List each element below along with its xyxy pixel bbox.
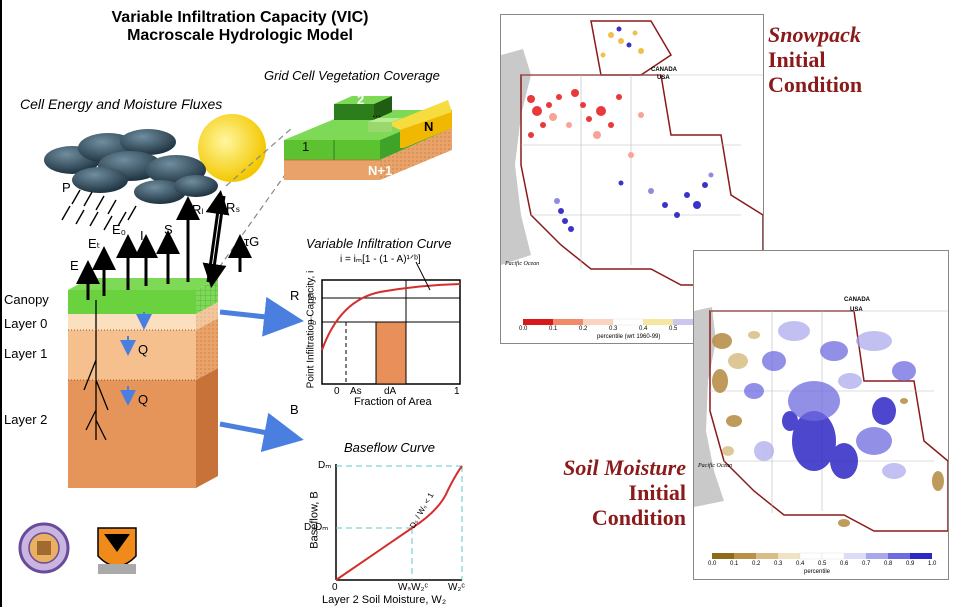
university-seal-icon bbox=[18, 522, 70, 574]
baseflow-xtick-0: 0 bbox=[332, 582, 338, 593]
snowpack-label-condition: Condition bbox=[768, 72, 863, 97]
soil-moisture-label-title: Soil Moisture bbox=[563, 455, 686, 480]
baseflow-ytick-dsdm: DₛDₘ bbox=[304, 522, 329, 533]
infiltration-tick-da: dA bbox=[384, 386, 397, 397]
snowpack-colorbar-tick: 0.0 bbox=[519, 326, 528, 332]
soil-moisture-colorbar-tick: 1.0 bbox=[928, 561, 937, 567]
soil-moisture-colorbar bbox=[712, 552, 932, 560]
title-line-2: Macroscale Hydrologic Model bbox=[127, 27, 353, 44]
layer-2: Layer 2 bbox=[4, 412, 48, 427]
layer-1: Layer 1 bbox=[4, 346, 48, 361]
flux-s: S bbox=[164, 222, 173, 237]
baseflow-xtick-w2c: W₂ᶜ bbox=[448, 582, 465, 593]
snowpack-ylabel-canada: CANADA bbox=[651, 67, 677, 73]
soil-moisture-ylabel-usa: USA bbox=[850, 307, 863, 313]
flux-q1: Q bbox=[138, 342, 149, 357]
rain-cloud-icon bbox=[44, 129, 218, 204]
soil-moisture-colorbar-tick: 0.9 bbox=[906, 561, 915, 567]
soil-moisture-map-graphic bbox=[694, 251, 948, 560]
snowpack-label-initial: Initial bbox=[768, 47, 826, 72]
infiltration-tick-as: As bbox=[350, 386, 362, 397]
infiltration-tick-1: 1 bbox=[454, 386, 460, 397]
infiltration-ylabel: Point Infiltration Capacity, i bbox=[305, 270, 317, 389]
snowpack-label: Snowpack Initial Condition bbox=[768, 22, 862, 97]
soil-moisture-map: CANADA USA Pacific Ocean 0.0 0.1 0.2 0.3 0.4… bbox=[693, 250, 949, 580]
soil-moisture-colorbar-tick: 0.0 bbox=[708, 561, 717, 567]
baseflow-ylabel: Baseflow, B bbox=[308, 491, 321, 549]
vegetation-tiles bbox=[284, 96, 452, 180]
soil-moisture-colorbar-tick: 0.8 bbox=[884, 561, 893, 567]
flux-b: B bbox=[290, 402, 299, 417]
infiltration-ytick-im: iₘ bbox=[308, 292, 317, 303]
left-border bbox=[0, 0, 2, 607]
infiltration-chart bbox=[321, 261, 461, 385]
infiltration-equation: i = iₘ[1 - (1 - A)¹ᐟᵇ] bbox=[340, 254, 421, 265]
soil-moisture-colorbar-tick: 0.7 bbox=[862, 561, 871, 567]
soil-moisture-colorbar-tick: 0.5 bbox=[818, 561, 827, 567]
flux-e: E bbox=[70, 258, 79, 273]
soil-moisture-colorbar-tick: 0.4 bbox=[796, 561, 805, 567]
veg-tile-n: N bbox=[424, 119, 434, 134]
infiltration-tick-0: 0 bbox=[334, 386, 340, 397]
diagram-title: Variable Infiltration Capacity (VIC) Mac… bbox=[0, 9, 480, 45]
baseflow-chart bbox=[335, 464, 463, 581]
flux-p: P bbox=[62, 180, 71, 195]
veg-tile-2: 2 bbox=[357, 92, 365, 107]
infiltration-xlabel: Fraction of Area bbox=[354, 396, 432, 408]
flux-rs: Rₛ bbox=[226, 200, 241, 215]
snowpack-colorbar-tick: 0.2 bbox=[579, 326, 588, 332]
snowpack-label-title: Snowpack bbox=[768, 22, 861, 47]
snowpack-colorbar-tick: 0.3 bbox=[609, 326, 618, 332]
soil-moisture-label: Soil Moisture Initial Condition bbox=[536, 455, 686, 530]
soil-moisture-colorbar-caption: percentile bbox=[804, 569, 831, 575]
soil-moisture-label-condition: Condition bbox=[591, 505, 686, 530]
flux-q2: Q bbox=[138, 392, 149, 407]
soil-moisture-colorbar-tick: 0.3 bbox=[774, 561, 783, 567]
soil-column bbox=[68, 278, 218, 488]
soil-moisture-colorbar-tick: 0.2 bbox=[752, 561, 761, 567]
flux-rl: Rₗ bbox=[192, 202, 204, 217]
vic-diagram bbox=[18, 96, 463, 581]
baseflow-xtick-wsw2c: WₛW₂ᶜ bbox=[398, 582, 429, 593]
baseflow-ytick-dm: Dₘ bbox=[318, 460, 332, 471]
snowpack-colorbar-tick: 0.1 bbox=[549, 326, 558, 332]
baseflow-xlabel: Layer 2 Soil Moisture, W₂ bbox=[322, 594, 447, 606]
vegetation-label: Grid Cell Vegetation Coverage bbox=[264, 68, 440, 83]
soil-moisture-colorbar-tick: 0.1 bbox=[730, 561, 739, 567]
flux-et: Eₜ bbox=[88, 236, 101, 251]
veg-tile-1: 1 bbox=[302, 139, 310, 154]
layer-0: Layer 0 bbox=[4, 316, 48, 331]
veg-tile-n-plus-1: N+1 bbox=[368, 163, 393, 178]
snowpack-ylabel-usa: USA bbox=[657, 75, 670, 81]
soil-moisture-ocean-label: Pacific Ocean bbox=[698, 463, 733, 469]
snowpack-ocean-label: Pacific Ocean bbox=[505, 261, 540, 267]
layer-canopy: Canopy bbox=[4, 292, 49, 307]
soil-moisture-label-initial: Initial bbox=[628, 480, 686, 505]
flux-i: I bbox=[140, 228, 144, 243]
sun-icon bbox=[198, 114, 266, 182]
flux-tg: τG bbox=[244, 234, 260, 249]
baseflow-title: Baseflow Curve bbox=[344, 440, 436, 455]
soil-moisture-ylabel-canada: CANADA bbox=[844, 297, 870, 303]
snowpack-colorbar-tick: 0.4 bbox=[639, 326, 648, 332]
princeton-shield-icon bbox=[97, 527, 137, 574]
title-line-1: Variable Infiltration Capacity (VIC) bbox=[111, 9, 369, 26]
rain-lines bbox=[61, 189, 137, 231]
snowpack-colorbar-caption: percentile (wrt 1960-99) bbox=[597, 334, 661, 340]
infiltration-title: Variable Infiltration Curve bbox=[306, 236, 452, 251]
veg-tile-dots: ... bbox=[372, 108, 382, 120]
snowpack-colorbar-tick: 0.5 bbox=[669, 326, 678, 332]
fluxes-label: Cell Energy and Moisture Fluxes bbox=[20, 96, 223, 112]
flux-r: R bbox=[290, 288, 300, 303]
soil-moisture-colorbar-tick: 0.6 bbox=[840, 561, 849, 567]
flux-ec: E₀ bbox=[112, 222, 127, 237]
infiltration-ytick-i0: i₀ bbox=[310, 316, 317, 327]
